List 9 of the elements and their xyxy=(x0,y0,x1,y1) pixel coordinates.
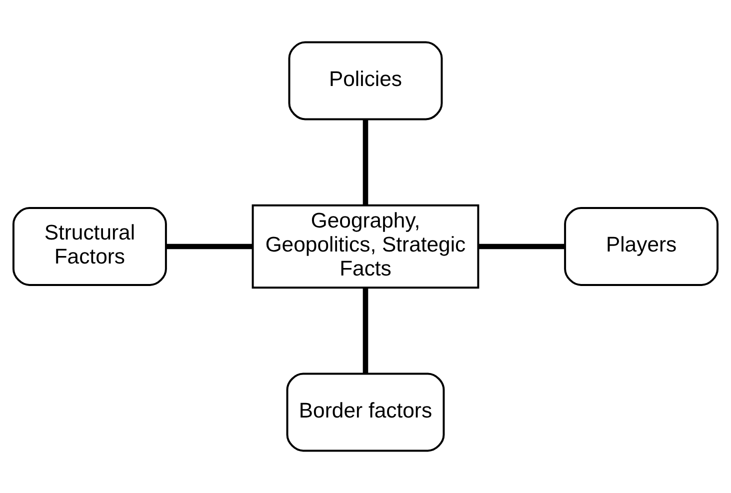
node-box: Border factors xyxy=(286,372,445,452)
node-box: Structural Factors xyxy=(12,207,167,286)
node-box: Geography, Geopolitics, Strategic Facts xyxy=(252,204,480,289)
connector xyxy=(362,120,368,206)
connector xyxy=(362,288,368,374)
node-box: Players xyxy=(564,207,719,286)
connector xyxy=(166,244,253,250)
node-box: Policies xyxy=(288,41,443,120)
connector xyxy=(478,244,566,250)
